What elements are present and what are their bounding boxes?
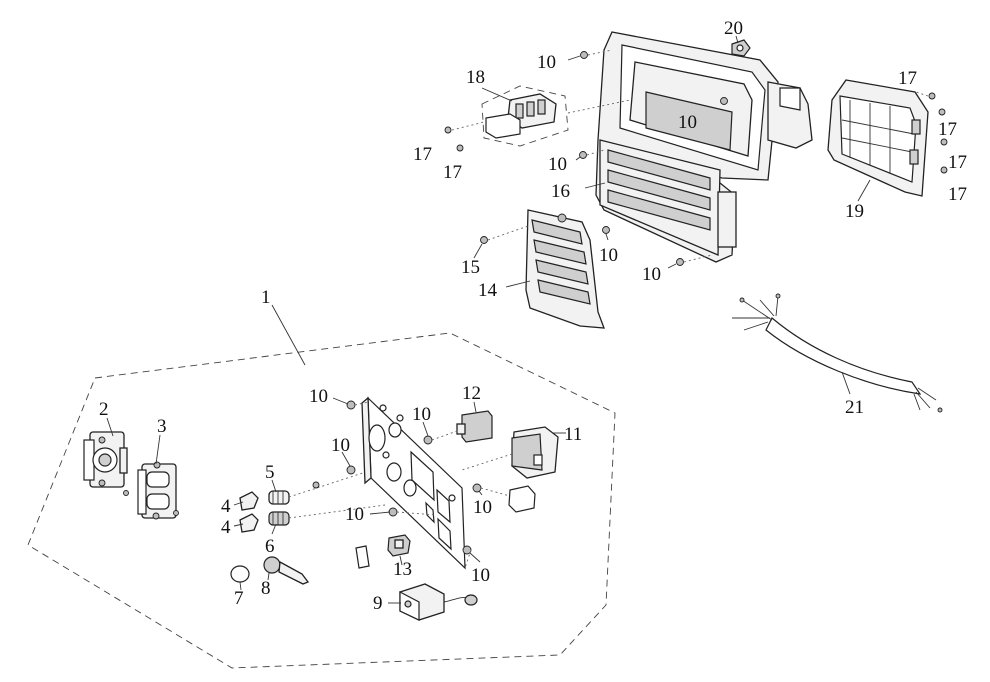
knob-cap — [230, 565, 250, 583]
screw-15 — [480, 236, 488, 244]
cap-lower — [239, 513, 259, 533]
leader-10a — [332, 397, 349, 405]
label-part-12: 12 — [462, 383, 481, 404]
leader-14 — [505, 280, 531, 288]
leader-10f — [469, 552, 481, 563]
label-part-10b: 10 — [412, 404, 431, 425]
meter-box — [511, 426, 559, 479]
leader-10b — [422, 421, 429, 437]
label-part-10c: 10 — [331, 435, 350, 456]
leader-3 — [155, 434, 161, 465]
leader-5 — [271, 479, 277, 493]
twist-lock-receptacle — [83, 431, 128, 488]
label-part-10d: 10 — [473, 497, 492, 518]
label-part-5: 5 — [265, 462, 275, 483]
leader-15 — [473, 243, 483, 259]
wire-harness — [732, 293, 943, 413]
label-part-17c: 17 — [898, 68, 917, 89]
label-part-4b: 4 — [221, 517, 231, 538]
main-housing-frame — [595, 31, 813, 263]
leader-8 — [267, 572, 270, 581]
label-part-18: 18 — [466, 67, 485, 88]
key-switch — [263, 556, 310, 585]
leader-1 — [271, 304, 306, 366]
control-panel-assembly-boundary — [27, 332, 616, 669]
label-part-17f: 17 — [948, 184, 967, 205]
label-part-17b: 17 — [443, 162, 462, 183]
leader-10i — [605, 233, 609, 241]
label-part-9: 9 — [373, 593, 383, 614]
label-part-10e: 10 — [345, 504, 364, 525]
leader-7 — [239, 581, 242, 591]
leader-10e — [369, 511, 391, 515]
duplex-outlet — [123, 461, 179, 520]
label-part-10g: 10 — [537, 52, 556, 73]
label-part-19: 19 — [845, 201, 864, 222]
terminal-block — [508, 485, 536, 513]
leader-13 — [399, 555, 403, 566]
leader-10g — [567, 55, 581, 61]
label-part-15: 15 — [461, 257, 480, 278]
label-part-17d: 17 — [938, 119, 957, 140]
leader-19 — [857, 179, 871, 202]
label-part-1: 1 — [261, 287, 271, 308]
circuit-breaker — [456, 410, 493, 443]
cap-upper — [239, 491, 259, 511]
label-part-10k: 10 — [642, 264, 661, 285]
label-part-2: 2 — [99, 399, 109, 420]
label-part-11: 11 — [564, 424, 582, 445]
leader-10c — [341, 451, 351, 467]
label-part-17e: 17 — [948, 152, 967, 173]
label-part-10h: 10 — [678, 112, 697, 133]
label-part-17a: 17 — [413, 144, 432, 165]
side-cover — [827, 79, 929, 197]
idle-module — [399, 583, 478, 621]
leader-12 — [473, 401, 477, 413]
label-part-20: 20 — [724, 18, 743, 39]
label-part-4a: 4 — [221, 496, 231, 517]
label-part-16: 16 — [551, 181, 570, 202]
terminal-6 — [268, 511, 290, 526]
leader-16 — [584, 182, 606, 189]
label-part-10i: 10 — [548, 154, 567, 175]
leader-10d — [478, 490, 483, 496]
leader-21 — [841, 371, 851, 395]
leader-10h — [575, 156, 581, 161]
front-grille-panel — [525, 209, 605, 329]
label-part-14: 14 — [478, 280, 498, 301]
leader-4b — [233, 523, 244, 527]
label-part-13: 13 — [393, 559, 412, 580]
label-part-10a: 10 — [309, 386, 328, 407]
label-part-7: 7 — [234, 588, 244, 609]
fuse-holder — [355, 545, 370, 569]
leader-2 — [106, 417, 114, 437]
relay-connector-block — [481, 85, 569, 147]
leader-20 — [735, 35, 739, 44]
rocker-switch — [387, 534, 411, 557]
label-part-3: 3 — [157, 416, 167, 437]
terminal-5 — [268, 490, 290, 505]
leader-4a — [233, 501, 244, 506]
label-part-8: 8 — [261, 578, 271, 599]
screws-housing — [444, 51, 948, 266]
wire-clip — [731, 39, 751, 57]
leader-10j — [667, 263, 677, 269]
leader-6 — [271, 523, 277, 535]
label-part-10f: 10 — [471, 565, 490, 586]
label-part-10j: 10 — [599, 245, 618, 266]
label-part-21: 21 — [845, 397, 864, 418]
leader-18 — [481, 87, 513, 102]
control-panel-plate — [361, 396, 466, 570]
label-part-6: 6 — [265, 536, 275, 557]
